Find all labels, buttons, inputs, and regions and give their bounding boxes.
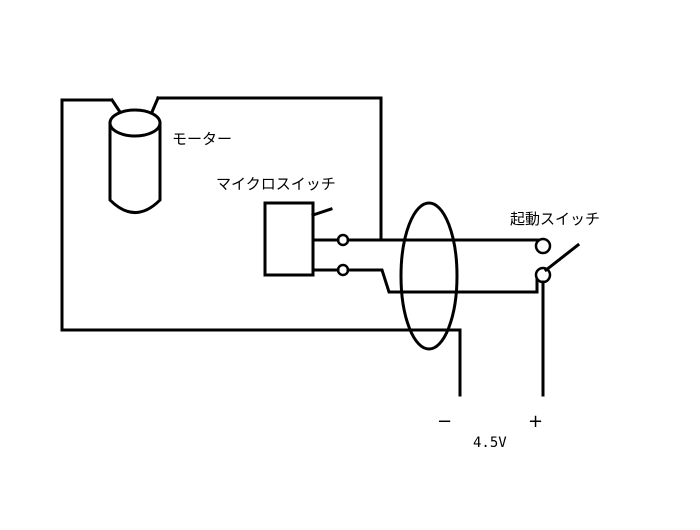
micro-switch-label: マイクロスイッチ: [216, 175, 336, 193]
wire-lower-run: [346, 268, 539, 294]
wire-top-left: [60, 98, 462, 397]
wire-bundle-ellipse: [399, 201, 459, 351]
plus-terminal-label: +: [528, 411, 543, 432]
micro-switch-icon: [263, 201, 350, 277]
motor-label: モーター: [172, 130, 232, 148]
start-switch-icon: [534, 237, 581, 284]
start-switch-label: 起動スイッチ: [510, 210, 600, 228]
motor-icon: [108, 96, 162, 214]
minus-terminal-label: −: [437, 411, 452, 432]
voltage-label: 4.5V: [473, 435, 507, 451]
wire-top-right: [156, 96, 383, 242]
